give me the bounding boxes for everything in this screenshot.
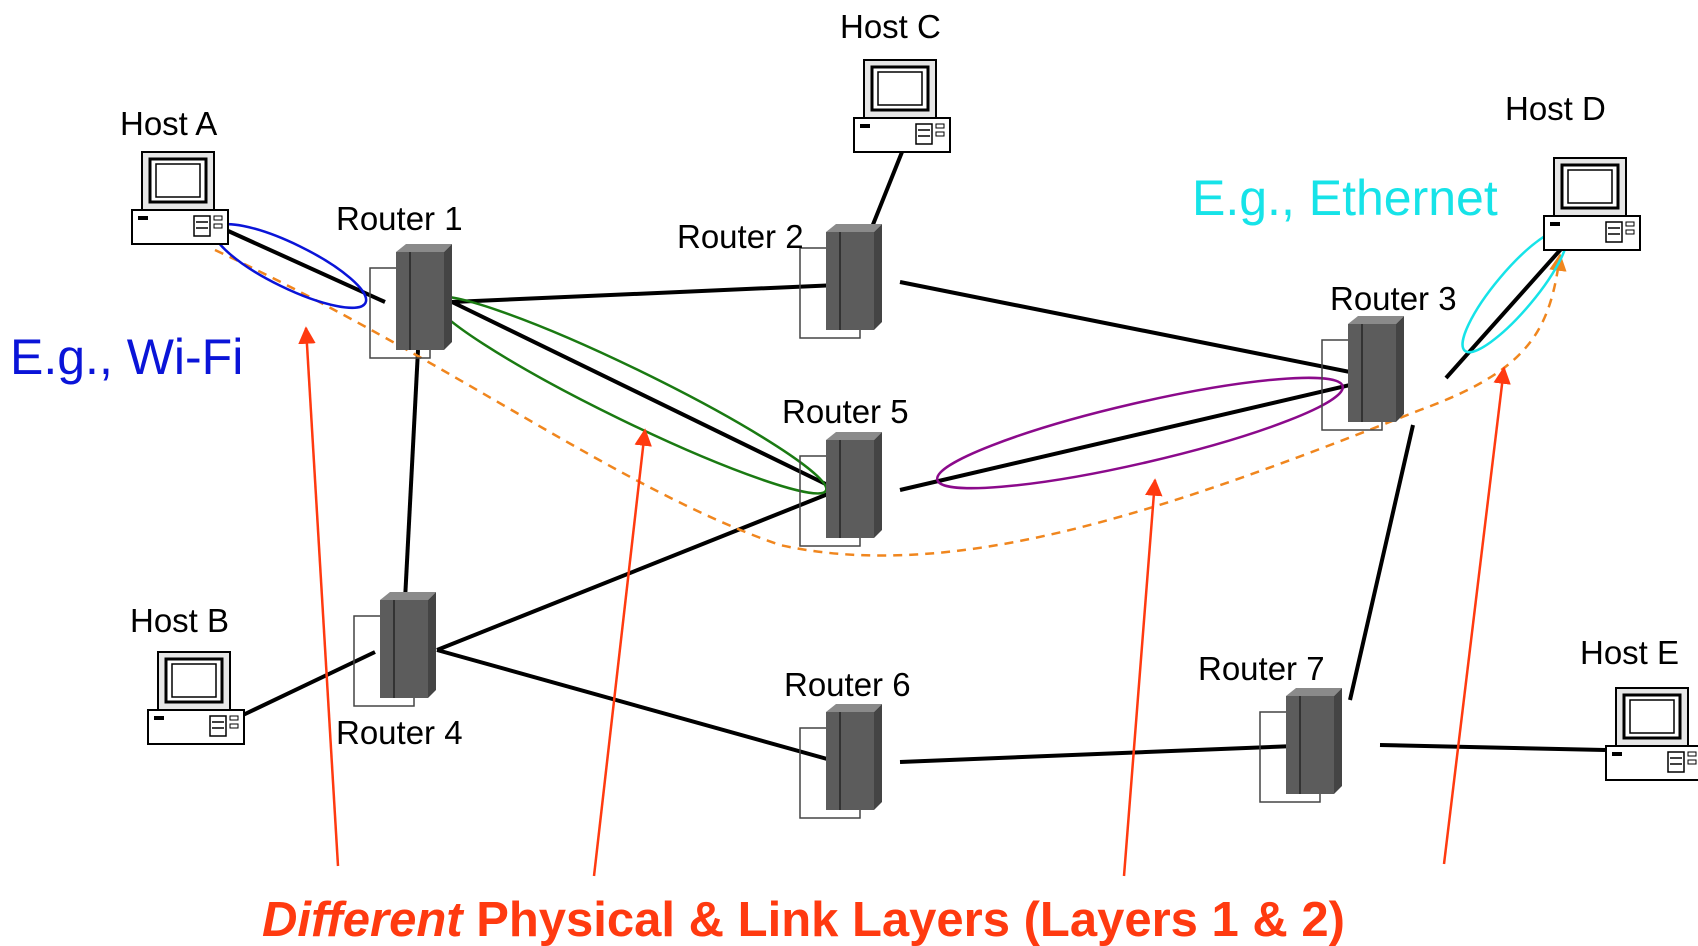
desktop-computer-icon — [146, 650, 246, 746]
link-router1-router5 — [451, 300, 839, 492]
link-router2-hostC — [868, 151, 904, 233]
wifi-annotation: E.g., Wi-Fi — [10, 329, 243, 385]
desktop-computer-icon — [852, 58, 952, 154]
link-router3-router7 — [1348, 424, 1415, 701]
arrow-to-green-link — [592, 428, 652, 877]
host-c: Host C — [840, 8, 952, 154]
router-2: Router 2 — [677, 218, 883, 339]
host-e-label: Host E — [1580, 634, 1679, 671]
router-tower-icon — [353, 591, 437, 707]
desktop-computer-icon — [1542, 156, 1642, 252]
host-a-label: Host A — [120, 105, 217, 142]
caption: Different Physical & Link Layers (Layers… — [262, 893, 1345, 946]
router-6-label: Router 6 — [784, 666, 911, 703]
router-5-label: Router 5 — [782, 393, 909, 430]
caption-arrows — [298, 326, 1511, 877]
link-router1-router2 — [451, 283, 839, 304]
host-b-label: Host B — [130, 602, 229, 639]
router-6: Router 6 — [784, 666, 911, 819]
links — [214, 151, 1606, 764]
router-3: Router 3 — [1321, 280, 1457, 431]
arrow-to-wifi-link — [298, 326, 340, 867]
router-3-label: Router 3 — [1330, 280, 1457, 317]
router-2-label: Router 2 — [677, 218, 804, 255]
link-router1-router4 — [403, 349, 420, 601]
host-c-label: Host C — [840, 8, 941, 45]
router-4-label: Router 4 — [336, 714, 463, 751]
host-b: Host B — [130, 602, 246, 746]
caption-emphasis: Different — [262, 893, 464, 946]
link-router7-hostE — [1379, 743, 1606, 752]
link-router4-router6 — [436, 648, 839, 764]
purple-link-ellipse — [935, 376, 1345, 490]
host-d: Host D — [1505, 90, 1642, 252]
link-router4-router5 — [436, 488, 839, 652]
desktop-computer-icon — [130, 150, 230, 246]
link-router4-hostB — [242, 650, 376, 717]
ethernet-annotation: E.g., Ethernet — [1192, 170, 1498, 226]
end-to-end-path — [214, 248, 1567, 557]
host-d-label: Host D — [1505, 90, 1606, 127]
router-1: Router 1 — [336, 200, 463, 359]
caption-rest: Physical & Link Layers (Layers 1 & 2) — [463, 893, 1345, 946]
arrow-to-ethernet-link — [1442, 366, 1511, 865]
link-router6-router7 — [899, 743, 1321, 764]
link-router2-router3 — [899, 280, 1381, 380]
link-router3-hostD — [1444, 246, 1564, 380]
router-tower-icon — [799, 703, 883, 819]
link-hostA-router1 — [214, 223, 386, 304]
router-1-label: Router 1 — [336, 200, 463, 237]
router-4: Router 4 — [336, 591, 463, 751]
desktop-computer-icon — [1604, 686, 1698, 782]
router-7: Router 7 — [1198, 650, 1343, 803]
host-e: Host E — [1580, 634, 1698, 782]
arrow-to-purple-link — [1122, 478, 1163, 877]
host-a: Host A — [120, 105, 230, 246]
router-tower-icon — [799, 223, 883, 339]
router-tower-icon — [1321, 315, 1405, 431]
router-5: Router 5 — [782, 393, 909, 547]
link-router5-router3 — [899, 376, 1381, 492]
router-tower-icon — [799, 431, 883, 547]
router-7-label: Router 7 — [1198, 650, 1325, 687]
